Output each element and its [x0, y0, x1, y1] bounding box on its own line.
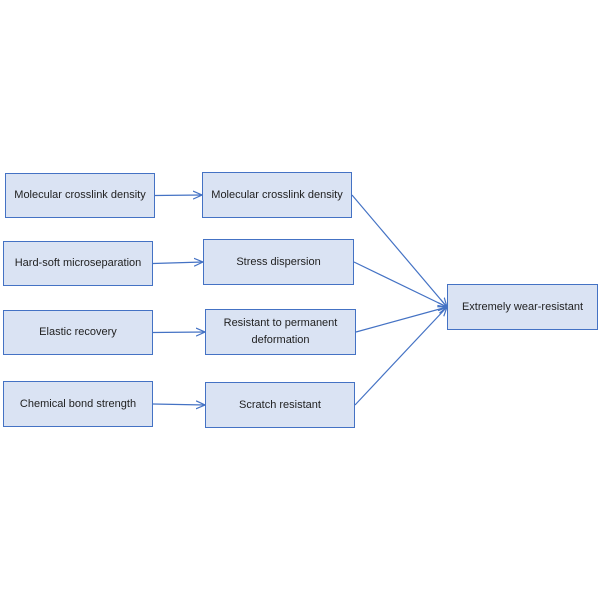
node-middle-2-label: Stress dispersion — [236, 255, 321, 268]
edge-left1-middle1 — [154, 195, 202, 196]
node-result: Extremely wear-resistant — [447, 284, 598, 330]
edge-middle2-result — [353, 261, 447, 307]
node-result-label: Extremely wear-resistant — [461, 300, 584, 313]
node-left-4-label: Chemical bond strength — [19, 397, 137, 410]
edge-left2-middle2 — [152, 262, 203, 264]
edge-left4-middle4 — [152, 404, 205, 405]
node-left-3-label: Elastic recovery — [39, 326, 117, 338]
node-middle-4-label: Scratch resistant — [239, 398, 321, 411]
node-middle-4: Scratch resistant — [205, 382, 355, 428]
node-left-1-label: Molecular crosslink density — [14, 189, 146, 201]
node-middle-1: Molecular crosslink density — [202, 172, 352, 218]
node-middle-3: Resistant to permanent deformation — [205, 309, 356, 355]
edge-middle1-result — [351, 194, 447, 307]
node-left-1: Molecular crosslink density — [5, 173, 155, 218]
node-left-2: Hard-soft microseparation — [3, 241, 153, 286]
node-left-2-label: Hard-soft microseparation — [14, 257, 142, 269]
edge-left3-middle3 — [152, 332, 205, 333]
edge-middle4-result — [354, 307, 447, 406]
node-left-3: Elastic recovery — [3, 310, 153, 355]
node-middle-3-label: Resistant to permanent deformation — [223, 317, 338, 346]
node-middle-1-label: Molecular crosslink density — [211, 188, 343, 201]
node-middle-2: Stress dispersion — [203, 239, 354, 285]
edge-middle3-result — [355, 307, 447, 333]
node-left-4: Chemical bond strength — [3, 381, 153, 427]
